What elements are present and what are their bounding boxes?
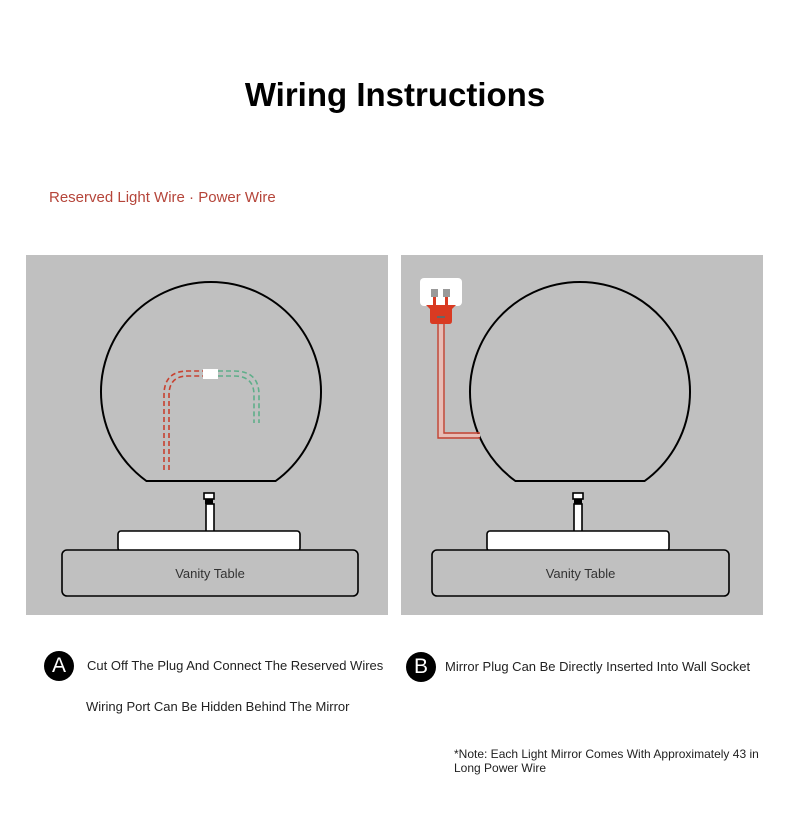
step-b-badge: B [406, 652, 436, 682]
round-mirror [469, 280, 691, 482]
power-wire-note: *Note: Each Light Mirror Comes With Appr… [454, 747, 759, 775]
mirror-diagram-b [420, 278, 730, 597]
step-a-badge: A [44, 651, 74, 681]
mirror-diagram-a [61, 280, 359, 597]
vanity-table-label: Vanity Table [545, 566, 616, 581]
power-cord [437, 324, 480, 439]
mirror-stand [61, 492, 359, 597]
step-a-caption: Cut Off The Plug And Connect The Reserve… [87, 658, 384, 673]
diagram-panel-a: Vanity Table [26, 255, 388, 615]
mirror-stand [431, 492, 730, 597]
page-title: Wiring Instructions [244, 76, 546, 113]
subtitle: Reserved Light Wire · Power Wire [49, 189, 276, 206]
power-plug-icon [426, 297, 456, 324]
vanity-table-label: Vanity Table [175, 566, 245, 581]
green-reserved-wire [218, 370, 260, 423]
wall-socket-icon [420, 278, 462, 306]
round-mirror [100, 280, 322, 482]
step-b-caption: Mirror Plug Can Be Directly Inserted Int… [445, 659, 751, 674]
diagram-panel-b: Vanity Table [401, 255, 763, 615]
red-reserved-wire [163, 370, 204, 470]
step-a-subcaption: Wiring Port Can Be Hidden Behind The Mir… [86, 699, 350, 714]
wire-connector [203, 369, 218, 379]
